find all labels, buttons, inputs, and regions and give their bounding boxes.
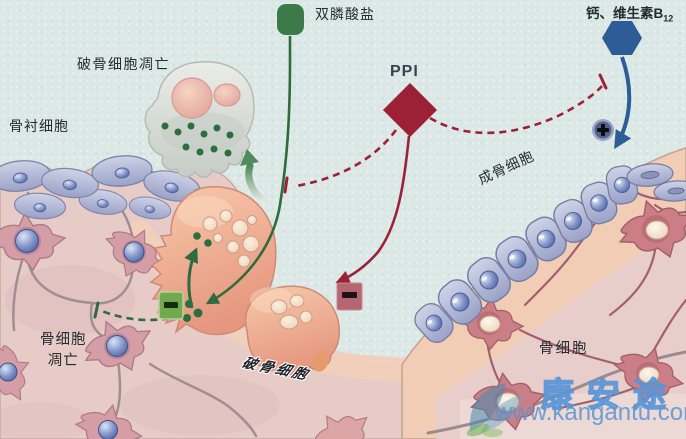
osteocyte-apoptosis-line2: 凋亡 [47,353,79,369]
watermark-brand: 康安途 [540,375,679,413]
bisphosphonate-label: 双膦酸盐 [315,6,375,22]
bisphosphonate-shape [277,4,304,35]
blue-plus-badge [592,119,614,141]
ppi-label: PPI [390,63,419,80]
calcium-shape [602,21,642,55]
watermark-url: www.kangantu.com [495,399,686,426]
apoptosis-transition-arrow [240,149,268,206]
watermark-leaf-logo [466,383,523,438]
osteoblasts-row [409,163,686,349]
osteocyte-apoptosis-label: 骨细胞 凋亡 [40,330,87,372]
calcium-vitb12-text: 钙、维生素B [586,6,664,21]
ppi-shape [383,83,437,137]
apoptotic-osteoclast [144,61,255,178]
osteocyte-apoptosis-line1: 骨细胞 [40,332,87,348]
calcium-pathway [614,56,632,150]
calcium-vitb12-subscript: 12 [663,13,674,24]
minus-icon [342,292,357,298]
bisphosphonate-pathway [93,36,292,322]
detached-osteoclast [245,285,341,376]
osteoclast-apoptosis-label: 破骨细胞凋亡 [77,56,170,72]
green-minus-badge [158,291,184,320]
bone-lining-cells-label: 骨衬细胞 [9,118,69,134]
ppi-pathway [283,73,608,285]
calcium-vitb12-label: 钙、维生素B12 [586,2,673,24]
osteocytes-label: 骨细胞 [539,341,589,357]
minus-icon [164,302,178,308]
osteocytes-left [0,212,381,439]
red-minus-badge [336,282,363,311]
plus-icon [597,124,609,136]
